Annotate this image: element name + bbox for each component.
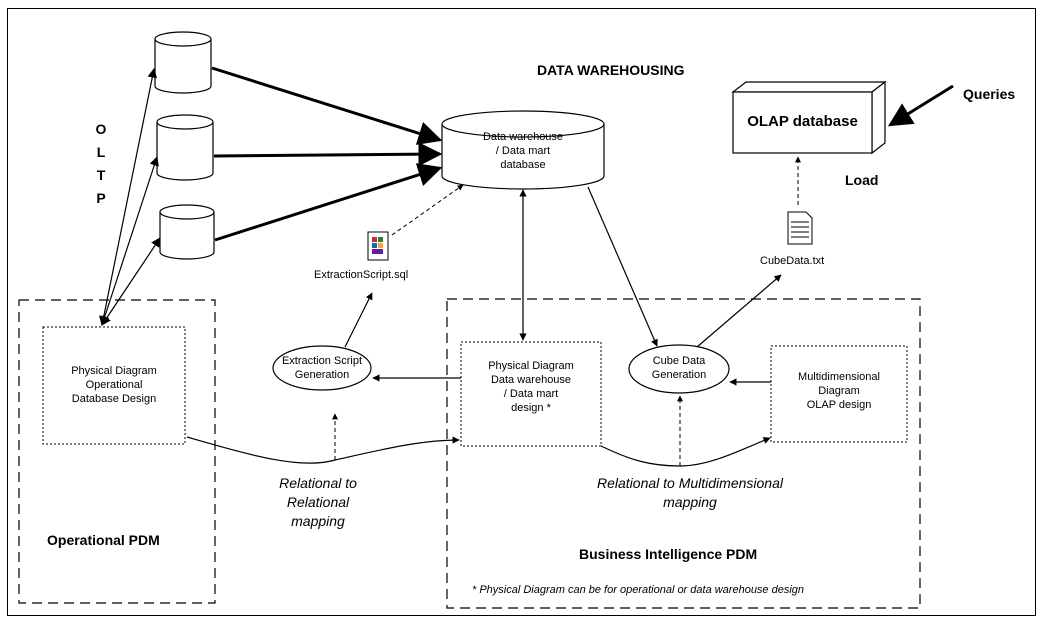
oltp-database-2-icon: [156, 114, 214, 181]
etl-arrow-2: [213, 142, 443, 167]
queries-arrow: [887, 84, 954, 127]
footnote: * Physical Diagram can be for operationa…: [472, 584, 805, 596]
diagram-title: DATA WAREHOUSING: [537, 62, 685, 78]
oltp-link-3: [101, 237, 161, 326]
multidimensional-diagram-label: Multidimensional Diagram OLAP design: [798, 371, 880, 411]
bi-pdm-label: Business Intelligence PDM: [579, 546, 758, 562]
oltp-letter: O: [95, 121, 107, 137]
bi-pdm-container: [446, 298, 921, 609]
etl-arrow-1: [211, 66, 443, 145]
oltp-letter: L: [96, 144, 106, 160]
cube-data-file-label: CubeData.txt: [760, 255, 825, 267]
oltp-database-3-icon: [159, 204, 215, 260]
operational-physical-diagram-label: Physical Diagram Operational Database De…: [71, 365, 157, 405]
oltp-letter: T: [96, 167, 106, 183]
extraction-script-generation-label: Extraction Script Generation: [281, 355, 363, 381]
etl-arrow-3: [214, 163, 443, 242]
extraction-script-file-label: ExtractionScript.sql: [314, 269, 409, 281]
multidimensional-diagram-box: [770, 345, 908, 443]
diagram-frame: [7, 8, 1036, 616]
operational-pdm-container: [18, 299, 216, 604]
oltp-letter: P: [96, 190, 106, 206]
data-warehouse-database-icon: [441, 110, 605, 190]
operational-physical-diagram-box: [42, 326, 186, 445]
oltp-label: O L T P: [93, 118, 109, 210]
multidimensional-mapping-curve: [600, 437, 771, 467]
operational-pdm-label: Operational PDM: [47, 532, 160, 548]
load-label: Load: [845, 172, 879, 188]
cube-data-generation-ellipse: [628, 344, 730, 394]
warehouse-to-cube-arrow: [587, 186, 658, 347]
script-to-warehouse-arrow: [391, 184, 464, 236]
data-warehouse-label: Data warehouse / Data mart database: [482, 131, 564, 171]
dw-physical-diagram-box: [460, 341, 602, 447]
sql-file-icon: [367, 231, 389, 261]
multidimensional-mapping-label: Relational to Multidimensional mapping: [597, 475, 783, 510]
cube-to-file-arrow: [696, 274, 782, 348]
oltp-database-1-icon: [154, 31, 212, 94]
extraction-script-generation-ellipse: [272, 345, 372, 391]
relational-mapping-curve: [186, 436, 460, 464]
cube-data-generation-label: Cube Data Generation: [651, 355, 707, 381]
queries-label: Queries: [963, 86, 1016, 102]
relational-mapping-label: Relational to Relational mapping: [279, 475, 357, 529]
olap-database-label: OLAP database: [747, 113, 858, 130]
olap-database-box: [731, 80, 887, 155]
text-file-icon: [787, 211, 813, 245]
generation-to-script-arrow: [344, 292, 373, 348]
dw-physical-diagram-label: Physical Diagram Data warehouse / Data m…: [488, 360, 574, 414]
